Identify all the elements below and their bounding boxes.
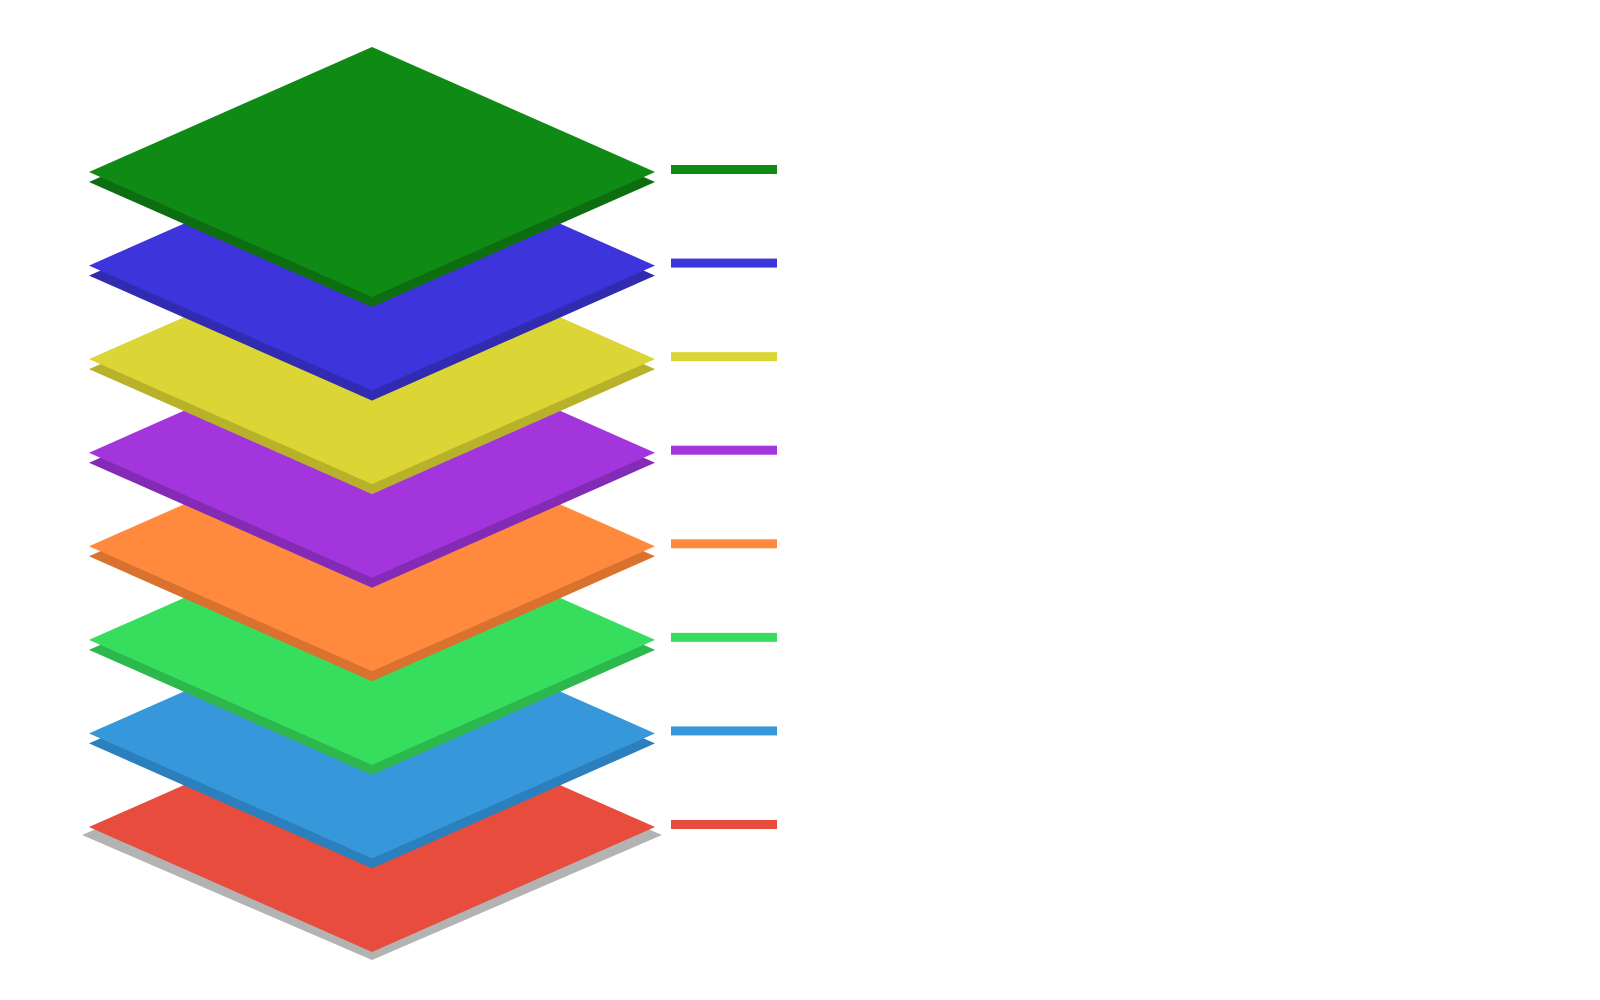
legend-line-4 xyxy=(671,445,777,455)
legend-line-5 xyxy=(671,539,777,549)
legend-line-8 xyxy=(671,820,777,829)
legend-lines xyxy=(671,165,777,829)
legend-line-7 xyxy=(671,726,777,736)
legend-line-6 xyxy=(671,632,777,642)
layer-1-face xyxy=(89,47,655,297)
layer-group xyxy=(89,47,655,952)
legend-line-1 xyxy=(671,165,777,174)
legend-line-3 xyxy=(671,352,777,362)
legend-line-2 xyxy=(671,258,777,268)
layer-1 xyxy=(89,47,655,307)
